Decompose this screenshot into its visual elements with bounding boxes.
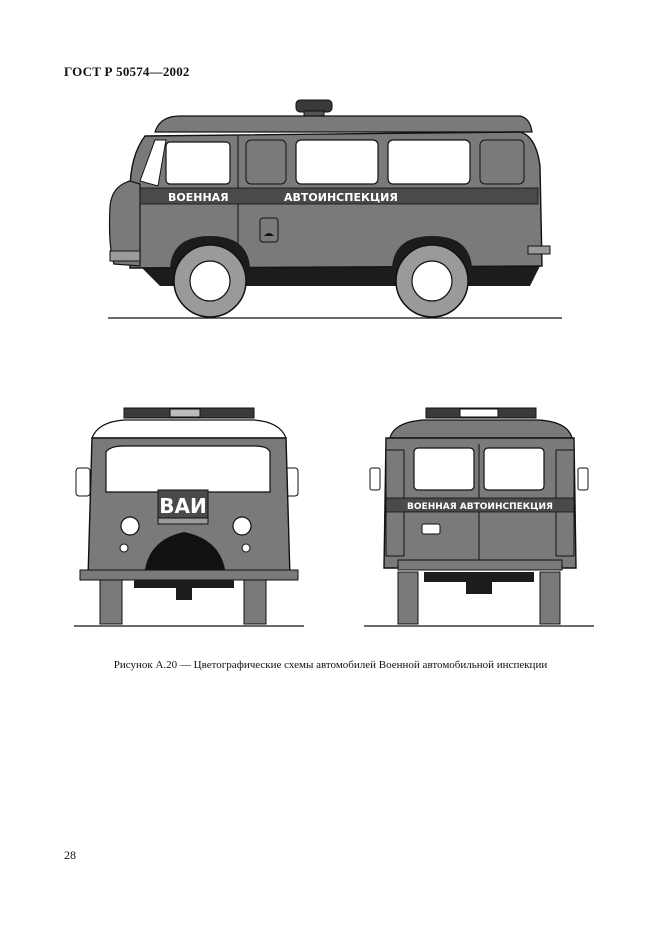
figure-caption: Рисунок А.20 — Цветографические схемы ав… — [113, 659, 548, 671]
right-front-wheel — [243, 579, 267, 625]
fuel-cap — [259, 217, 279, 243]
rear-bumper — [527, 245, 551, 255]
left-rear-wheel — [397, 571, 419, 625]
document-standard-header: ГОСТ Р 50574—2002 — [64, 64, 190, 79]
side-window-1 — [295, 139, 379, 185]
roof-beacon — [295, 99, 333, 113]
rear-stripe — [385, 497, 575, 513]
windshield — [139, 139, 167, 187]
rear-window-right — [483, 447, 545, 491]
side-panel-front — [245, 139, 287, 185]
left-mirror — [369, 467, 381, 491]
front-roof — [91, 419, 287, 439]
van-roof — [154, 115, 533, 133]
front-bumper — [109, 250, 141, 262]
left-mirror — [75, 467, 91, 497]
side-panel-rear — [479, 139, 525, 185]
right-rear-wheel — [539, 571, 561, 625]
page-number: 28 — [64, 848, 76, 862]
side-stripe-text-left: ВОЕННАЯ — [168, 191, 229, 204]
rear-roof — [389, 419, 573, 439]
side-stripe-text-right: АВТОИНСПЕКЦИЯ — [284, 191, 398, 204]
rear-window-left — [413, 447, 475, 491]
cab-window — [165, 141, 231, 185]
right-headlight — [232, 516, 252, 536]
right-turn-signal — [241, 543, 251, 553]
van-rear-view: ВОЕННАЯ АВТОИНСПЕКЦИЯ — [364, 400, 594, 630]
front-plate-text: ВАИ — [159, 494, 206, 518]
left-front-wheel — [99, 579, 123, 625]
van-side-view: ВОЕННАЯ АВТОИНСПЕКЦИЯ — [100, 96, 570, 326]
left-headlight — [120, 516, 140, 536]
rear-bumper — [397, 559, 563, 571]
van-front-view: ВАИ — [74, 400, 304, 630]
right-mirror — [577, 467, 589, 491]
rear-plate-light — [421, 523, 441, 535]
front-grille — [144, 532, 226, 578]
front-bumper — [79, 569, 299, 581]
front-axle — [134, 580, 234, 588]
rear-axle — [424, 572, 534, 582]
rear-stripe-text: ВОЕННАЯ АВТОИНСПЕКЦИЯ — [407, 502, 553, 512]
side-window-2 — [387, 139, 471, 185]
left-turn-signal — [119, 543, 129, 553]
windshield — [105, 445, 271, 493]
side-stripe — [139, 187, 539, 205]
van-nose — [108, 180, 141, 267]
